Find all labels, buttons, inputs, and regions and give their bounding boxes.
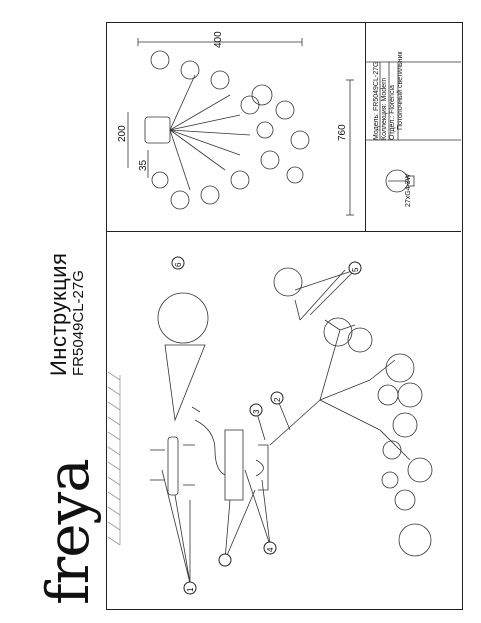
top-panel-frame <box>106 22 461 232</box>
page-frame <box>106 22 463 610</box>
bulb-icon <box>385 169 415 193</box>
mounting-bracket <box>167 436 179 496</box>
detail-callout <box>157 292 209 344</box>
chandelier-top-view <box>150 50 310 210</box>
step-5-label: 5 <box>351 267 360 272</box>
step-4-label: 4 <box>266 547 275 552</box>
ceiling-hatch <box>107 371 121 546</box>
step-6-label: 6 <box>174 262 183 267</box>
chandelier-side-view <box>269 267 433 557</box>
canopy <box>224 429 244 501</box>
spec-panel-divider <box>365 22 366 231</box>
step-3-label: 3 <box>252 409 261 414</box>
step-1-label: 1 <box>186 587 195 592</box>
step-2-label: 2 <box>273 397 282 402</box>
